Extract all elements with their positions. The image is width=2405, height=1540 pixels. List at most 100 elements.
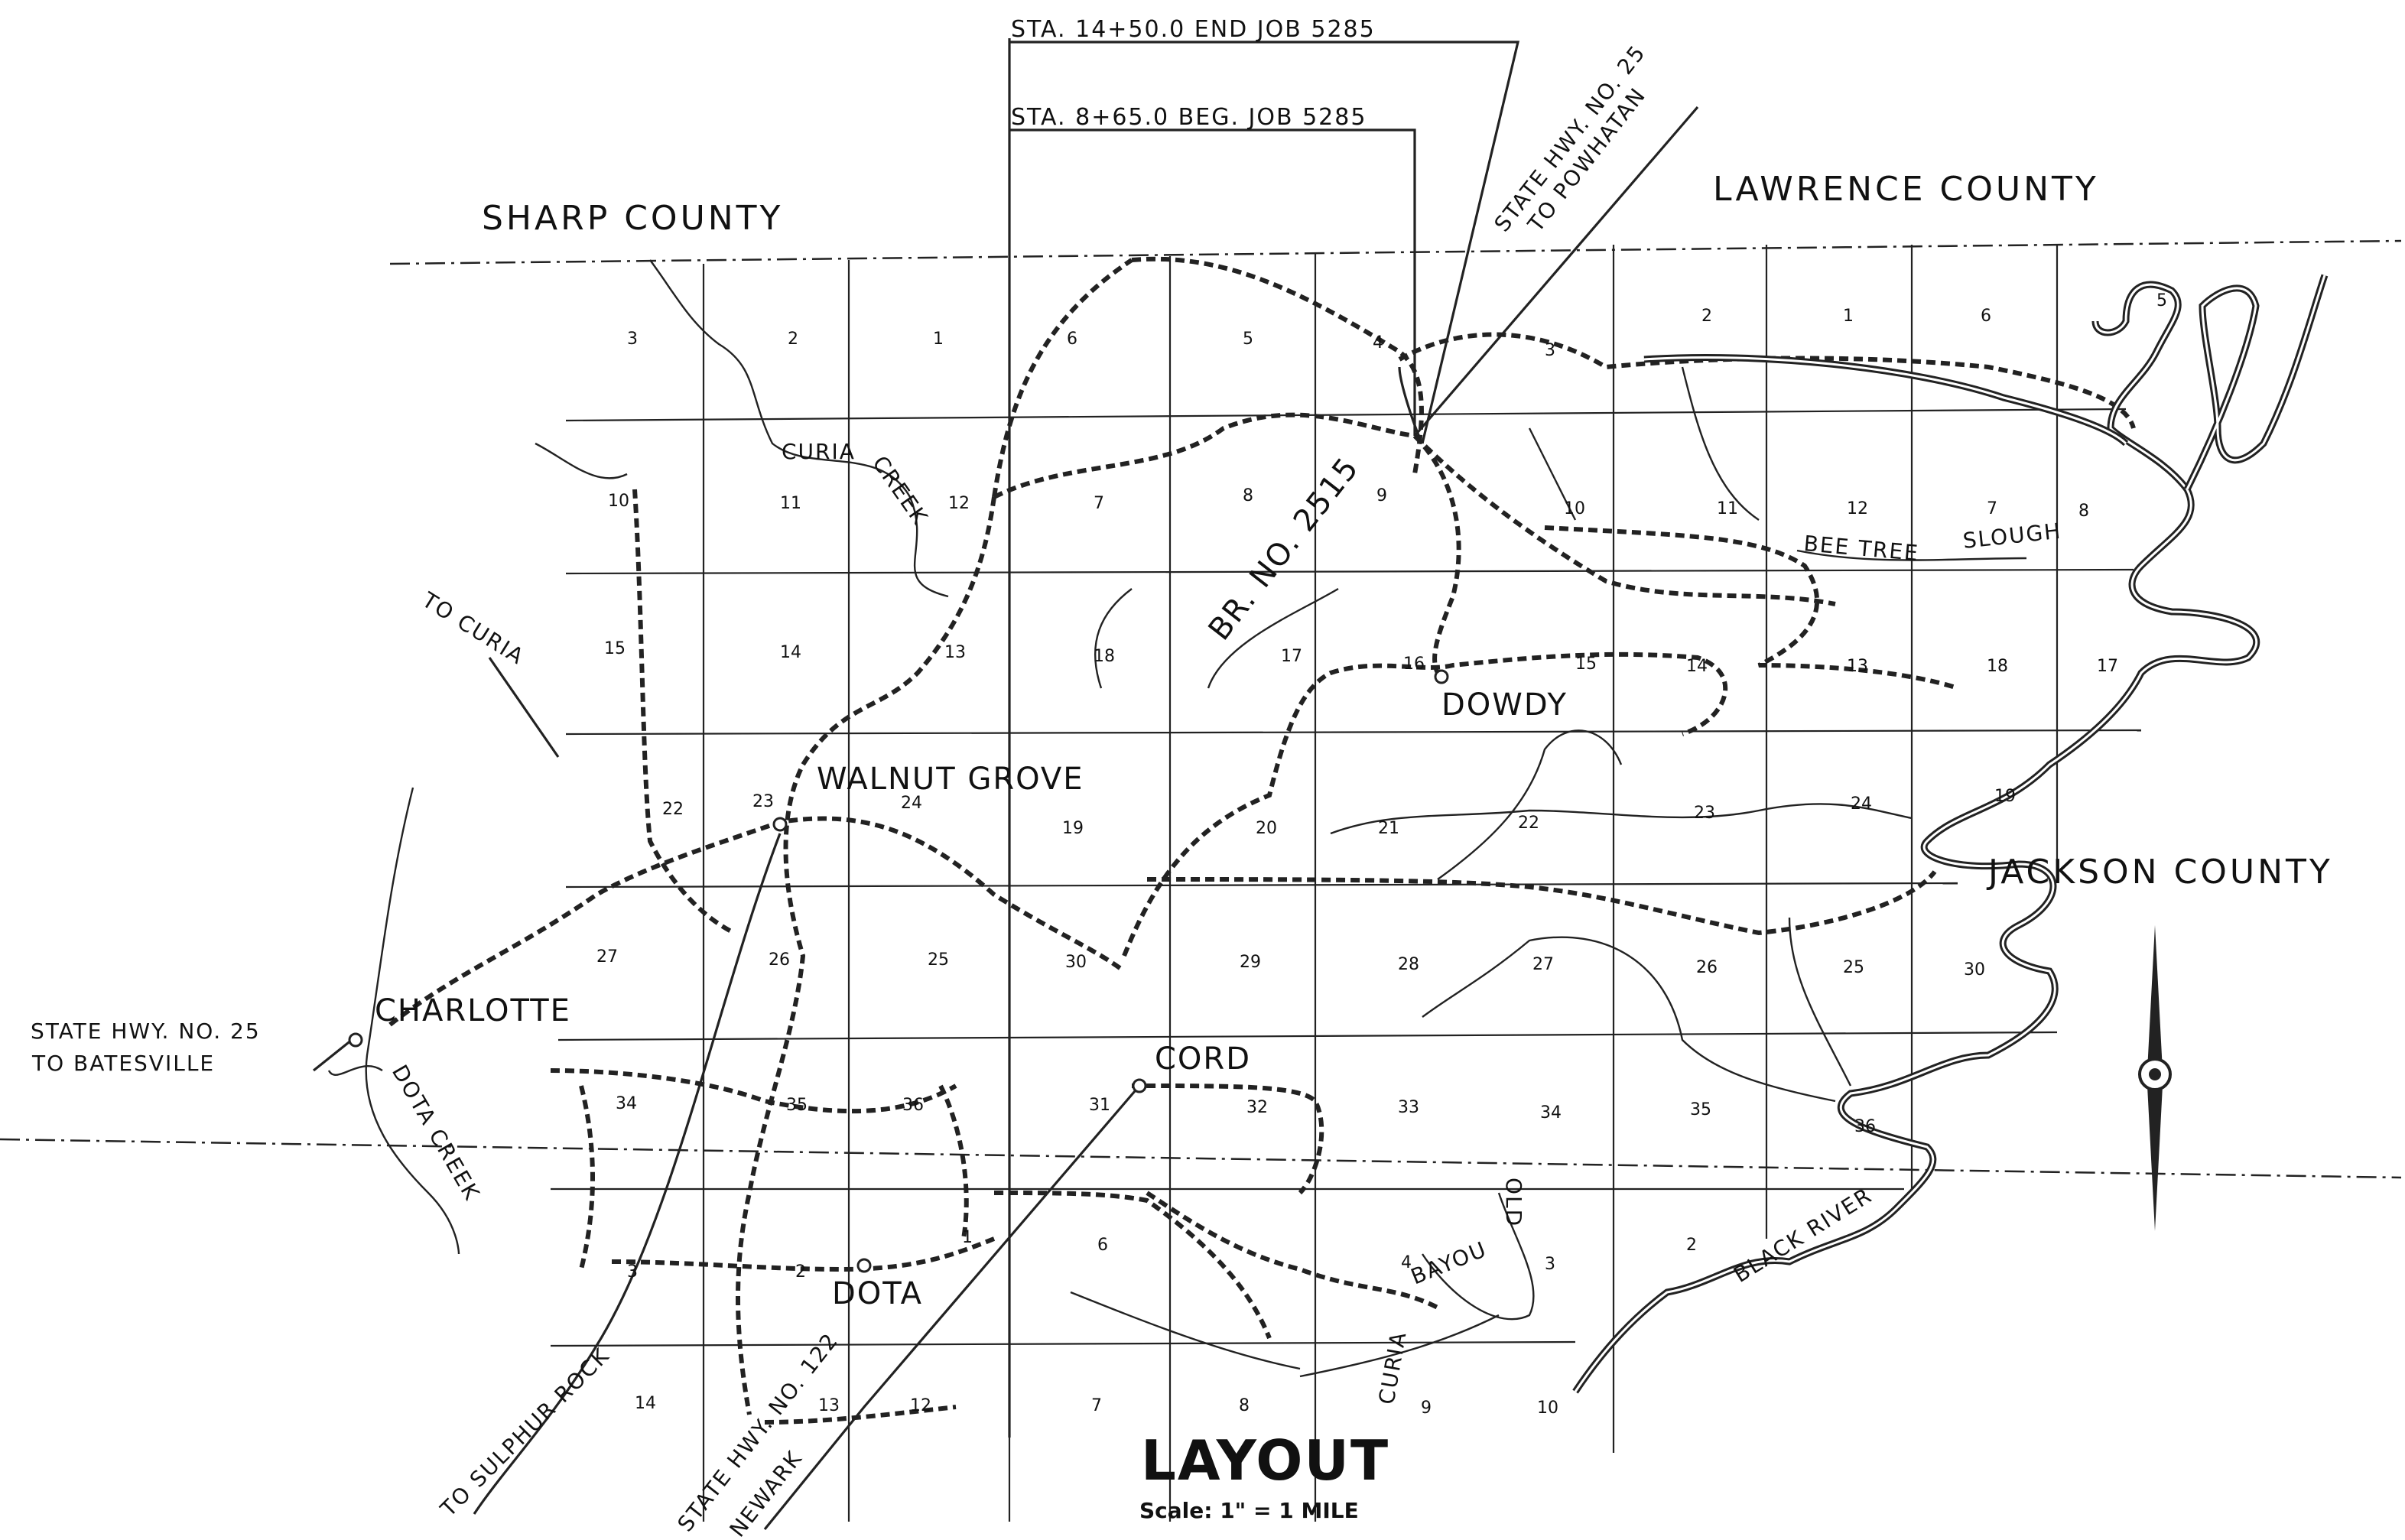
section-number: 13 <box>944 643 966 662</box>
section-number: 26 <box>769 950 790 970</box>
section-number: 10 <box>1537 1399 1558 1418</box>
section-number: 1 <box>962 1228 973 1247</box>
highways <box>313 106 1699 1531</box>
section-number: 21 <box>1378 819 1399 838</box>
section-number: 24 <box>901 794 922 813</box>
section-number: 24 <box>1851 794 1872 814</box>
lawrence-county-label: LAWRENCE COUNTY <box>1713 170 2099 209</box>
section-number: 14 <box>1686 657 1708 676</box>
section-number: 27 <box>596 947 618 967</box>
section-number: 35 <box>1690 1100 1711 1119</box>
to-curia-label: TO CURIA <box>417 586 528 670</box>
section-number: 23 <box>1694 804 1715 823</box>
charlotte-marker <box>348 1032 363 1048</box>
bee-tree-label-1: BEE TREE <box>1802 531 1920 566</box>
bayou-label: BAYOU <box>1407 1236 1490 1290</box>
walnut-grove-label: WALNUT GROVE <box>817 762 1084 797</box>
section-number: 15 <box>1575 655 1597 674</box>
section-number: 6 <box>1097 1236 1108 1255</box>
section-number: 5 <box>1243 330 1253 349</box>
section-number: 2 <box>795 1262 806 1282</box>
section-number: 6 <box>1981 307 1991 326</box>
section-number: 22 <box>662 800 684 819</box>
section-number: 8 <box>1239 1396 1250 1415</box>
section-number: 23 <box>752 792 774 811</box>
section-number: 7 <box>1987 499 1997 518</box>
bee-tree-label-2: SLOUGH <box>1961 518 2062 554</box>
black-river <box>1572 274 2329 1394</box>
section-number: 33 <box>1398 1098 1419 1117</box>
section-number: 26 <box>1696 958 1718 977</box>
curia-creek-label-1: CURIA <box>782 439 856 464</box>
cord-label: CORD <box>1155 1041 1251 1077</box>
section-number: 15 <box>604 639 626 658</box>
cord-marker <box>1132 1078 1147 1093</box>
section-number: 7 <box>1091 1396 1102 1415</box>
hwy25-west-label-2: TO BATESVILLE <box>31 1051 215 1076</box>
map-scale: Scale: 1" = 1 MILE <box>1139 1498 1359 1523</box>
jackson-county-label: JACKSON COUNTY <box>1986 853 2333 892</box>
hwy25-north-label-1: STATE HWY. NO. 25 <box>1490 40 1651 236</box>
north-arrow-icon <box>2138 925 2172 1231</box>
section-number: 30 <box>1065 953 1087 972</box>
section-number: 8 <box>2078 502 2089 521</box>
section-number: 19 <box>1062 819 1084 838</box>
old-label: OLD <box>1501 1178 1526 1227</box>
dowdy-marker <box>1434 669 1449 684</box>
section-number: 5 <box>2156 291 2167 310</box>
section-number: 19 <box>1994 787 2016 806</box>
section-number: 14 <box>780 643 801 662</box>
section-number: 35 <box>786 1096 808 1115</box>
section-number: 27 <box>1532 955 1554 974</box>
section-number: 28 <box>1398 955 1419 974</box>
station-leaders <box>1008 38 1520 1438</box>
hwy25-west-label-1: STATE HWY. NO. 25 <box>31 1019 261 1044</box>
section-number: 3 <box>627 1262 638 1282</box>
section-number: 12 <box>948 494 970 513</box>
roads <box>388 256 2136 1425</box>
section-number: 25 <box>928 950 949 970</box>
section-number: 2 <box>1686 1236 1697 1255</box>
section-number: 36 <box>1854 1117 1876 1136</box>
section-number: 7 <box>1094 494 1104 513</box>
section-number: 9 <box>1376 486 1387 505</box>
curia-lower-label: CURIA <box>1373 1329 1411 1406</box>
section-number: 11 <box>1717 499 1738 518</box>
dota-creek-label: DOTA CREEK <box>387 1061 485 1205</box>
town-markers <box>348 669 1449 1273</box>
section-number: 4 <box>1373 333 1383 353</box>
section-number: 13 <box>1847 657 1868 676</box>
section-grid <box>550 245 2142 1522</box>
creeks <box>327 259 2027 1378</box>
curia-creek-label-2: CREEK <box>867 451 933 530</box>
section-number: 22 <box>1518 814 1539 833</box>
section-number: 20 <box>1256 819 1277 838</box>
section-number: 11 <box>780 494 801 513</box>
station-beg-job-label: STA. 8+65.0 BEG. JOB 5285 <box>1011 104 1367 131</box>
section-number: 29 <box>1240 953 1261 972</box>
section-number: 8 <box>1243 486 1253 505</box>
section-number: 12 <box>1847 499 1868 518</box>
walnut-grove-marker <box>772 817 788 832</box>
section-number: 32 <box>1246 1098 1268 1117</box>
section-number: 25 <box>1843 958 1864 977</box>
section-number: 30 <box>1964 960 1985 980</box>
section-number: 16 <box>1403 655 1425 674</box>
section-number: 1 <box>933 330 944 349</box>
section-number: 1 <box>1843 307 1854 326</box>
section-number: 36 <box>902 1096 924 1115</box>
dota-label: DOTA <box>832 1276 923 1311</box>
dowdy-label: DOWDY <box>1441 687 1568 723</box>
section-number: 12 <box>910 1396 931 1415</box>
section-number: 3 <box>1545 341 1555 360</box>
to-sulphur-rock-label: TO SULPHUR ROCK <box>435 1343 615 1522</box>
section-number: 10 <box>608 492 629 511</box>
section-number: 9 <box>1421 1399 1432 1418</box>
section-number: 3 <box>627 330 638 349</box>
station-end-job-label: STA. 14+50.0 END JOB 5285 <box>1011 16 1376 43</box>
county-boundaries <box>0 239 2402 1179</box>
section-number: 17 <box>1281 647 1302 666</box>
sharp-county-label: SHARP COUNTY <box>482 199 783 238</box>
section-number: 18 <box>1987 657 2008 676</box>
